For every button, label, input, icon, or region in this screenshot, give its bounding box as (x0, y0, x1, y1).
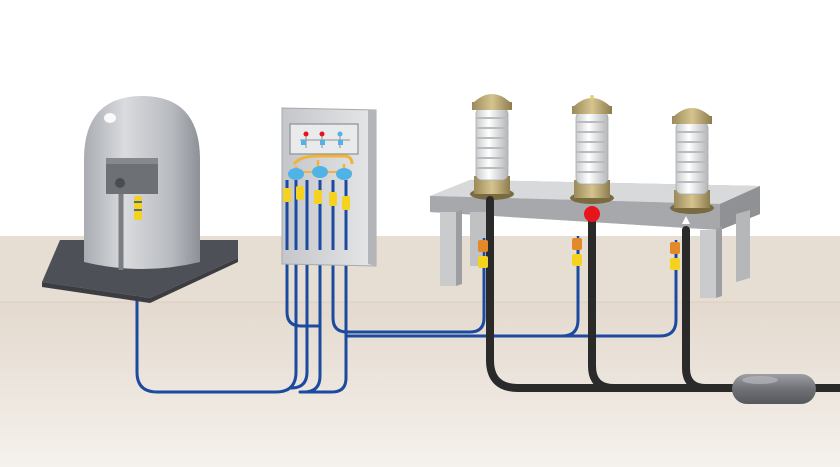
signal-wires (135, 168, 678, 394)
cable-joint (732, 374, 816, 404)
sensor-marker (134, 196, 142, 220)
cable-sensors (478, 236, 680, 270)
power-cables (486, 196, 840, 392)
fault-indicator (584, 206, 600, 222)
transformer-tank (42, 96, 238, 303)
porcelain-bushing (670, 108, 714, 214)
indicator-light (336, 168, 352, 180)
control-cabinet (281, 107, 377, 267)
indicator-light (288, 168, 304, 180)
indicator-light (312, 166, 328, 178)
porcelain-bushing (470, 94, 514, 200)
porcelain-bushing (570, 95, 614, 204)
panel-display (289, 123, 359, 155)
